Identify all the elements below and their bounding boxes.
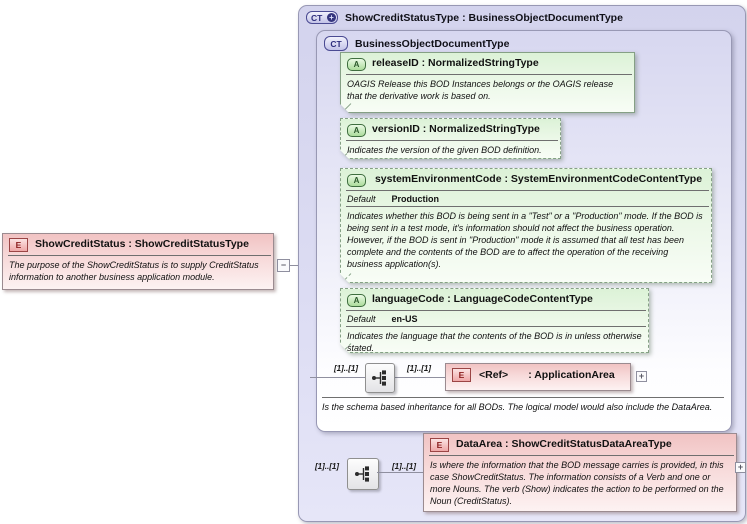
base-type-header: CT BusinessObjectDocumentType bbox=[317, 31, 731, 56]
element-showcreditstatus[interactable]: E ShowCreditStatus : ShowCreditStatusTyp… bbox=[2, 233, 274, 290]
complex-type-icon: CT bbox=[324, 36, 348, 51]
connector-line bbox=[377, 472, 423, 473]
element-icon: E bbox=[9, 238, 28, 252]
element-ref-applicationarea[interactable]: E <Ref> : ApplicationArea bbox=[445, 363, 631, 391]
multiplicity-label: [1]..[1] bbox=[334, 364, 358, 373]
attribute-icon: A bbox=[347, 124, 366, 137]
element-icon: E bbox=[452, 368, 471, 382]
attribute-icon: A bbox=[347, 294, 366, 307]
element-icon: E bbox=[430, 438, 449, 452]
multiplicity-label: [1]..[1] bbox=[315, 462, 339, 471]
attribute-languagecode[interactable]: A languageCode : LanguageCodeContentType… bbox=[340, 288, 649, 353]
attribute-icon: A bbox=[347, 174, 366, 187]
default-label: Default bbox=[347, 194, 376, 204]
plus-icon: + bbox=[638, 371, 645, 381]
attribute-versionid[interactable]: A versionID : NormalizedStringType Indic… bbox=[340, 118, 561, 159]
minus-icon: − bbox=[280, 260, 287, 270]
multiplicity-label: [1]..[1] bbox=[392, 462, 416, 471]
connector-line bbox=[393, 377, 445, 378]
divider bbox=[429, 455, 734, 456]
default-value: en-US bbox=[391, 314, 418, 324]
divider bbox=[346, 140, 558, 141]
attribute-annotation: Indicates the version of the given BOD d… bbox=[347, 145, 542, 155]
attribute-title: versionID : NormalizedStringType bbox=[372, 123, 540, 135]
divider bbox=[346, 326, 646, 327]
default-label: Default bbox=[347, 314, 376, 324]
divider bbox=[346, 74, 632, 75]
base-type-title: BusinessObjectDocumentType bbox=[355, 37, 510, 50]
attribute-systemenvironmentcode[interactable]: A systemEnvironmentCode : SystemEnvironm… bbox=[340, 168, 712, 283]
dataarea-annotation: Is where the information that the BOD me… bbox=[430, 460, 724, 506]
attribute-annotation: Indicates whether this BOD is being sent… bbox=[347, 211, 703, 269]
plus-icon: + bbox=[737, 462, 744, 472]
attribute-icon: A bbox=[347, 58, 366, 71]
ref-element-name: <Ref> bbox=[479, 369, 509, 381]
attribute-annotation: OAGIS Release this BOD Instances belongs… bbox=[347, 79, 614, 101]
attribute-releaseid[interactable]: A releaseID : NormalizedStringType OAGIS… bbox=[340, 52, 635, 113]
collapse-toggle[interactable]: − bbox=[277, 259, 290, 272]
attribute-default: Default Production bbox=[341, 191, 711, 206]
expand-toggle[interactable]: + bbox=[636, 371, 647, 382]
sequence-glyph bbox=[355, 466, 369, 482]
ct-icon-label: CT bbox=[311, 12, 323, 23]
complex-type-derived-icon: CT + bbox=[306, 11, 338, 24]
attribute-title: languageCode : LanguageCodeContentType bbox=[372, 293, 593, 305]
sequence-icon[interactable] bbox=[365, 363, 395, 393]
element-annotation: The purpose of the ShowCreditStatus is t… bbox=[9, 260, 259, 282]
base-type-annotation: Is the schema based inheritance for all … bbox=[322, 402, 713, 412]
divider bbox=[346, 206, 709, 207]
multiplicity-label: [1]..[1] bbox=[407, 364, 431, 373]
plus-circle-icon: + bbox=[327, 13, 336, 22]
sequence-icon[interactable] bbox=[347, 458, 379, 490]
divider bbox=[346, 190, 709, 191]
expand-toggle[interactable]: + bbox=[735, 462, 746, 473]
divider bbox=[322, 397, 724, 398]
dataarea-title: DataArea : ShowCreditStatusDataAreaType bbox=[456, 438, 672, 450]
element-title: ShowCreditStatus : ShowCreditStatusType bbox=[35, 238, 249, 250]
element-dataarea[interactable]: E DataArea : ShowCreditStatusDataAreaTyp… bbox=[423, 433, 737, 512]
attribute-title: systemEnvironmentCode : SystemEnvironmen… bbox=[374, 173, 703, 185]
connector-line bbox=[310, 377, 365, 378]
sequence-glyph bbox=[372, 370, 386, 386]
ref-element-type: : ApplicationArea bbox=[528, 369, 615, 381]
default-value: Production bbox=[391, 194, 440, 204]
divider bbox=[8, 255, 271, 256]
complex-type-title: ShowCreditStatusType : BusinessObjectDoc… bbox=[345, 11, 623, 24]
complex-type-header: CT + ShowCreditStatusType : BusinessObje… bbox=[299, 6, 745, 29]
attribute-annotation: Indicates the language that the contents… bbox=[347, 331, 642, 353]
attribute-default: Default en-US bbox=[341, 311, 648, 326]
attribute-title: releaseID : NormalizedStringType bbox=[372, 57, 539, 69]
divider bbox=[346, 310, 646, 311]
